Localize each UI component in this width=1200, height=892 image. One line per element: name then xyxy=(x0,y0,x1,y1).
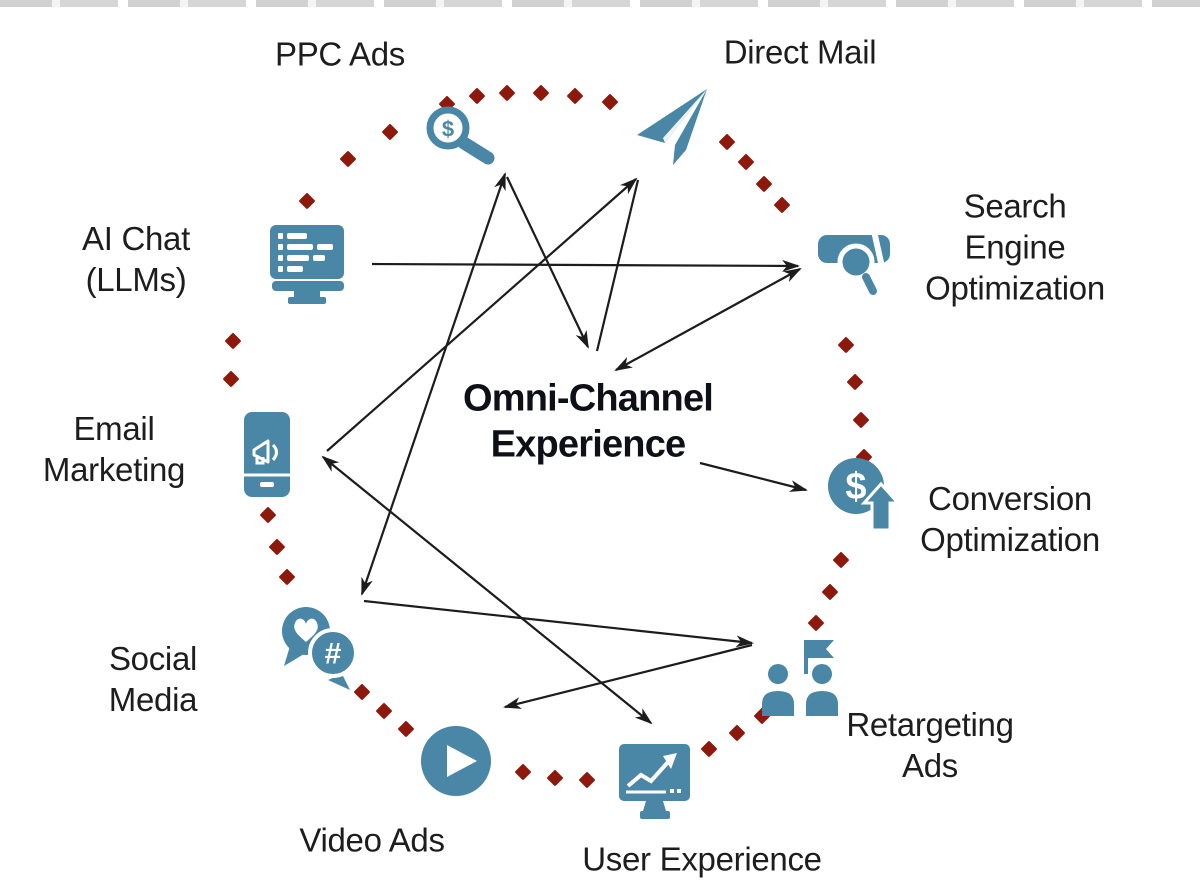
social-media-icon: # xyxy=(282,607,358,690)
circle-dot xyxy=(756,176,772,192)
circle-dot xyxy=(260,507,276,523)
circle-dot xyxy=(701,741,717,757)
circle-dot xyxy=(439,96,455,112)
circle-dot xyxy=(567,88,583,104)
label-conversion-optimization: Conversion Optimization xyxy=(920,480,1100,558)
circle-dot xyxy=(853,412,869,428)
label-video-ads: Video Ads xyxy=(299,821,445,859)
label-seo: Search Engine Optimization xyxy=(925,187,1105,307)
svg-text:$: $ xyxy=(845,466,866,508)
arrow-direct-mail-to-center xyxy=(595,179,640,352)
arrow-ppc-ads-to-center xyxy=(506,176,589,349)
label-retargeting-ads: Retargeting Ads xyxy=(846,706,1014,784)
circle-dot xyxy=(838,337,854,353)
email-marketing-icon xyxy=(244,412,290,497)
circle-dot xyxy=(856,449,872,465)
circle-dot xyxy=(340,151,356,167)
circle-dot xyxy=(808,615,824,631)
arrow-email-marketing-to-user-experience xyxy=(321,455,653,725)
circle-dot xyxy=(547,770,563,786)
arrow-ai-chat-to-search-engine-optimization xyxy=(371,259,800,272)
circle-dot xyxy=(822,584,838,600)
circle-dot xyxy=(833,552,849,568)
label-ppc-ads: PPC Ads xyxy=(275,35,405,73)
arrow-retargeting-ads-to-user-experience xyxy=(503,643,753,709)
ppc-ads-icon: $ xyxy=(426,106,495,165)
circle-dot xyxy=(602,94,618,110)
circle-dot xyxy=(279,569,295,585)
label-direct-mail: Direct Mail xyxy=(723,33,877,71)
circle-dot xyxy=(499,85,515,101)
circle-dot xyxy=(729,725,745,741)
label-email-marketing: Email Marketing xyxy=(42,410,186,488)
circle-dot xyxy=(269,539,285,555)
circle-dot xyxy=(847,374,863,390)
label-ai-chat: AI Chat (LLMs) xyxy=(82,220,190,298)
user-experience-icon xyxy=(619,744,690,819)
circle-dot xyxy=(533,85,549,101)
conversion-optimization-icon: $ xyxy=(828,458,900,532)
svg-text:#: # xyxy=(325,638,342,671)
video-ads-icon xyxy=(421,726,491,796)
circle-dot xyxy=(376,703,392,719)
circle-dot xyxy=(354,684,370,700)
circle-dot xyxy=(515,764,531,780)
label-user-experience: User Experience xyxy=(582,840,822,878)
arrow-center-to-conversion-optimization xyxy=(699,461,808,492)
direct-mail-icon xyxy=(637,89,707,165)
circle-dot xyxy=(579,772,595,788)
label-social-media: Social Media xyxy=(108,640,198,718)
circle-dot xyxy=(225,333,241,349)
circle-dot xyxy=(774,197,790,213)
center-title: Omni-Channel Experience xyxy=(462,377,714,465)
svg-text:$: $ xyxy=(442,117,454,142)
top-edge-artifact xyxy=(0,0,1200,7)
circle-dot xyxy=(398,721,414,737)
circle-dot xyxy=(469,88,485,104)
circle-dot xyxy=(738,154,754,170)
circle-dot xyxy=(299,193,315,209)
retargeting-ads-icon xyxy=(762,640,838,716)
arrow-social-media-to-retargeting-ads xyxy=(363,599,754,648)
circle-dot xyxy=(223,371,239,387)
circle-dot xyxy=(382,124,398,140)
circle-dot xyxy=(719,134,735,150)
ai-chat-icon xyxy=(270,225,344,304)
circle-dot xyxy=(754,708,770,724)
seo-icon xyxy=(818,230,890,295)
arrow-center-to-search-engine-optimization xyxy=(614,268,802,371)
